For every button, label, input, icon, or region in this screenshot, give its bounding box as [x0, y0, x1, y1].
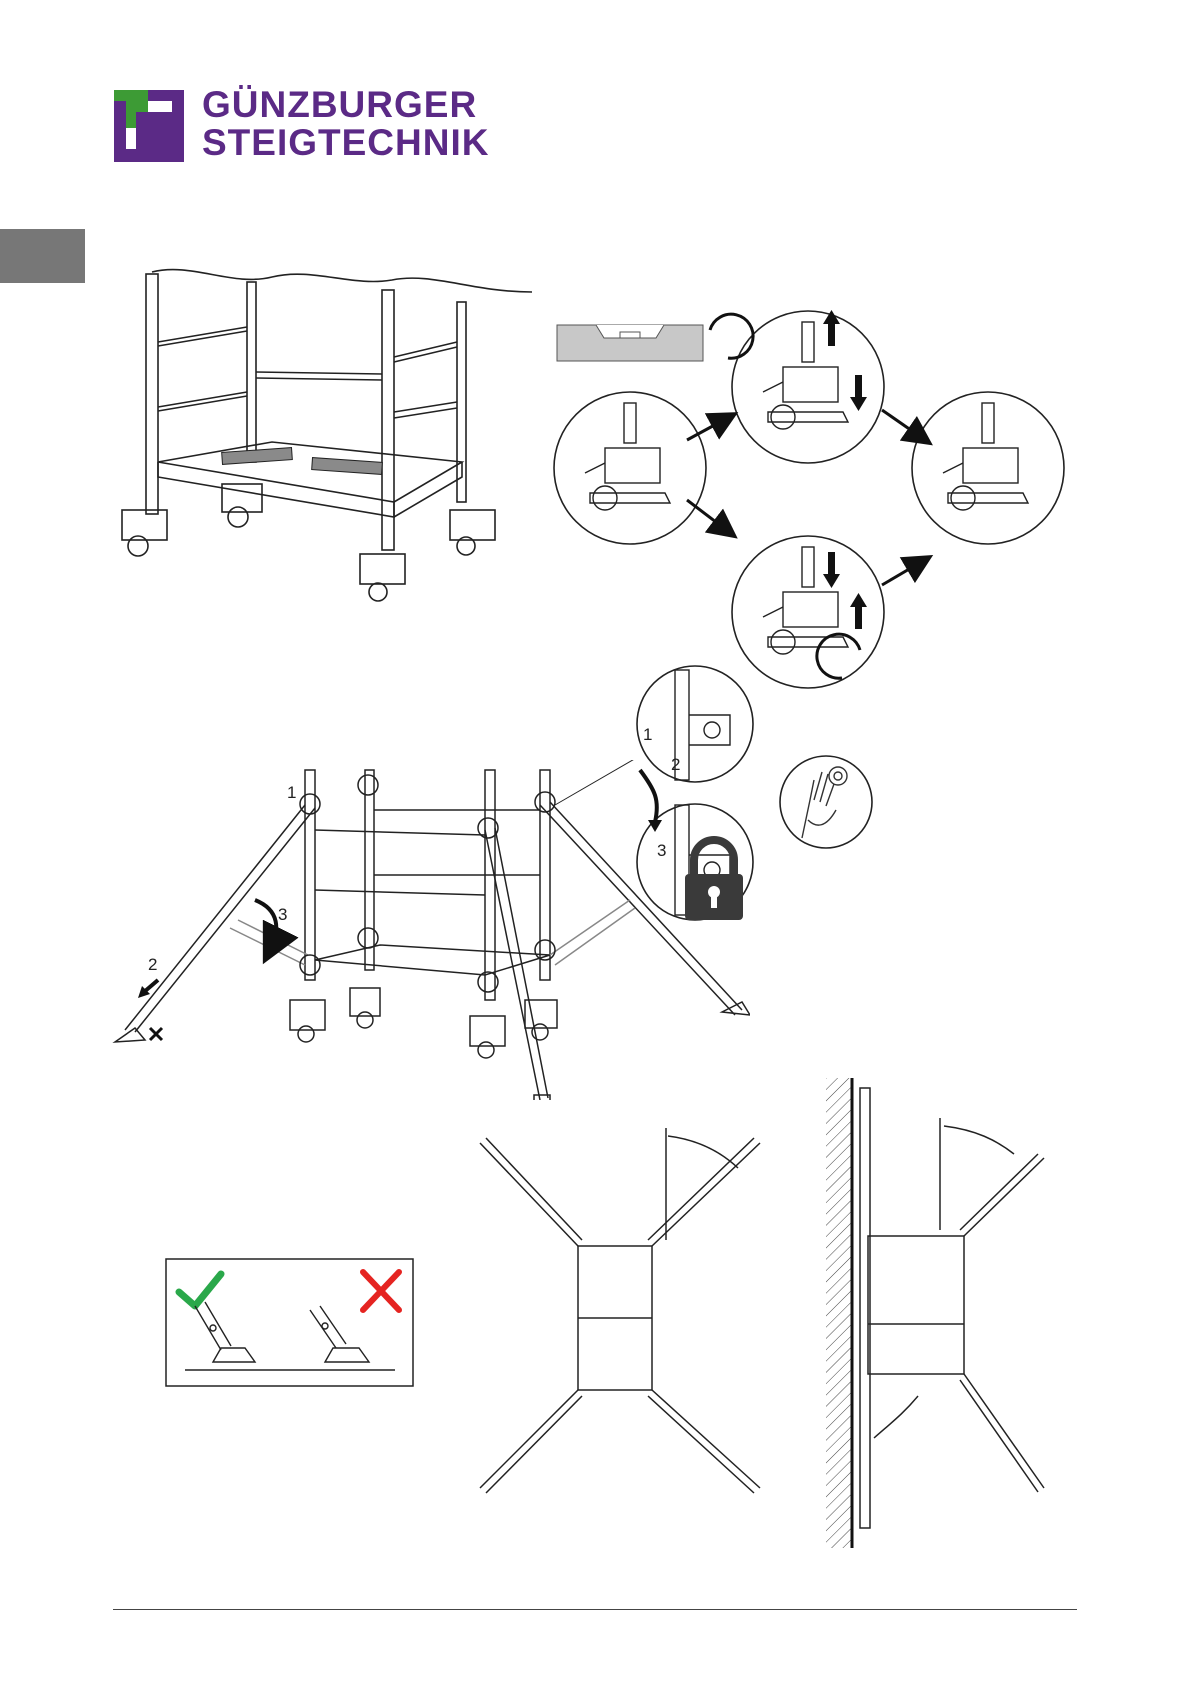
brace-step-2-label: 2	[148, 956, 157, 973]
logo-mark-icon	[114, 90, 184, 162]
brace-step-3-label: 3	[278, 906, 287, 923]
brand-line-1: GÜNZBURGER	[202, 86, 489, 124]
clamp-detail-figure	[630, 660, 880, 950]
chapter-tab-marker	[0, 229, 85, 283]
detail-step-3-label: 3	[657, 842, 666, 859]
brand-line-2: STEIGTECHNIK	[202, 124, 489, 162]
detail-step-2-label: 2	[671, 756, 680, 773]
scaffold-base-figure	[112, 262, 542, 602]
brace-step-1-label: 1	[287, 784, 296, 801]
detail-step-1-label: 1	[643, 726, 652, 743]
brand-wordmark: GÜNZBURGER STEIGTECHNIK	[202, 86, 489, 162]
outrigger-top-view-wall	[826, 1078, 1076, 1548]
foot-placement-figure	[165, 1258, 415, 1388]
footer-rule	[113, 1609, 1077, 1610]
castor-adjustment-figure	[550, 300, 1090, 700]
outrigger-top-view-free	[470, 1118, 780, 1508]
rotate-counterclockwise-icon	[710, 314, 753, 358]
